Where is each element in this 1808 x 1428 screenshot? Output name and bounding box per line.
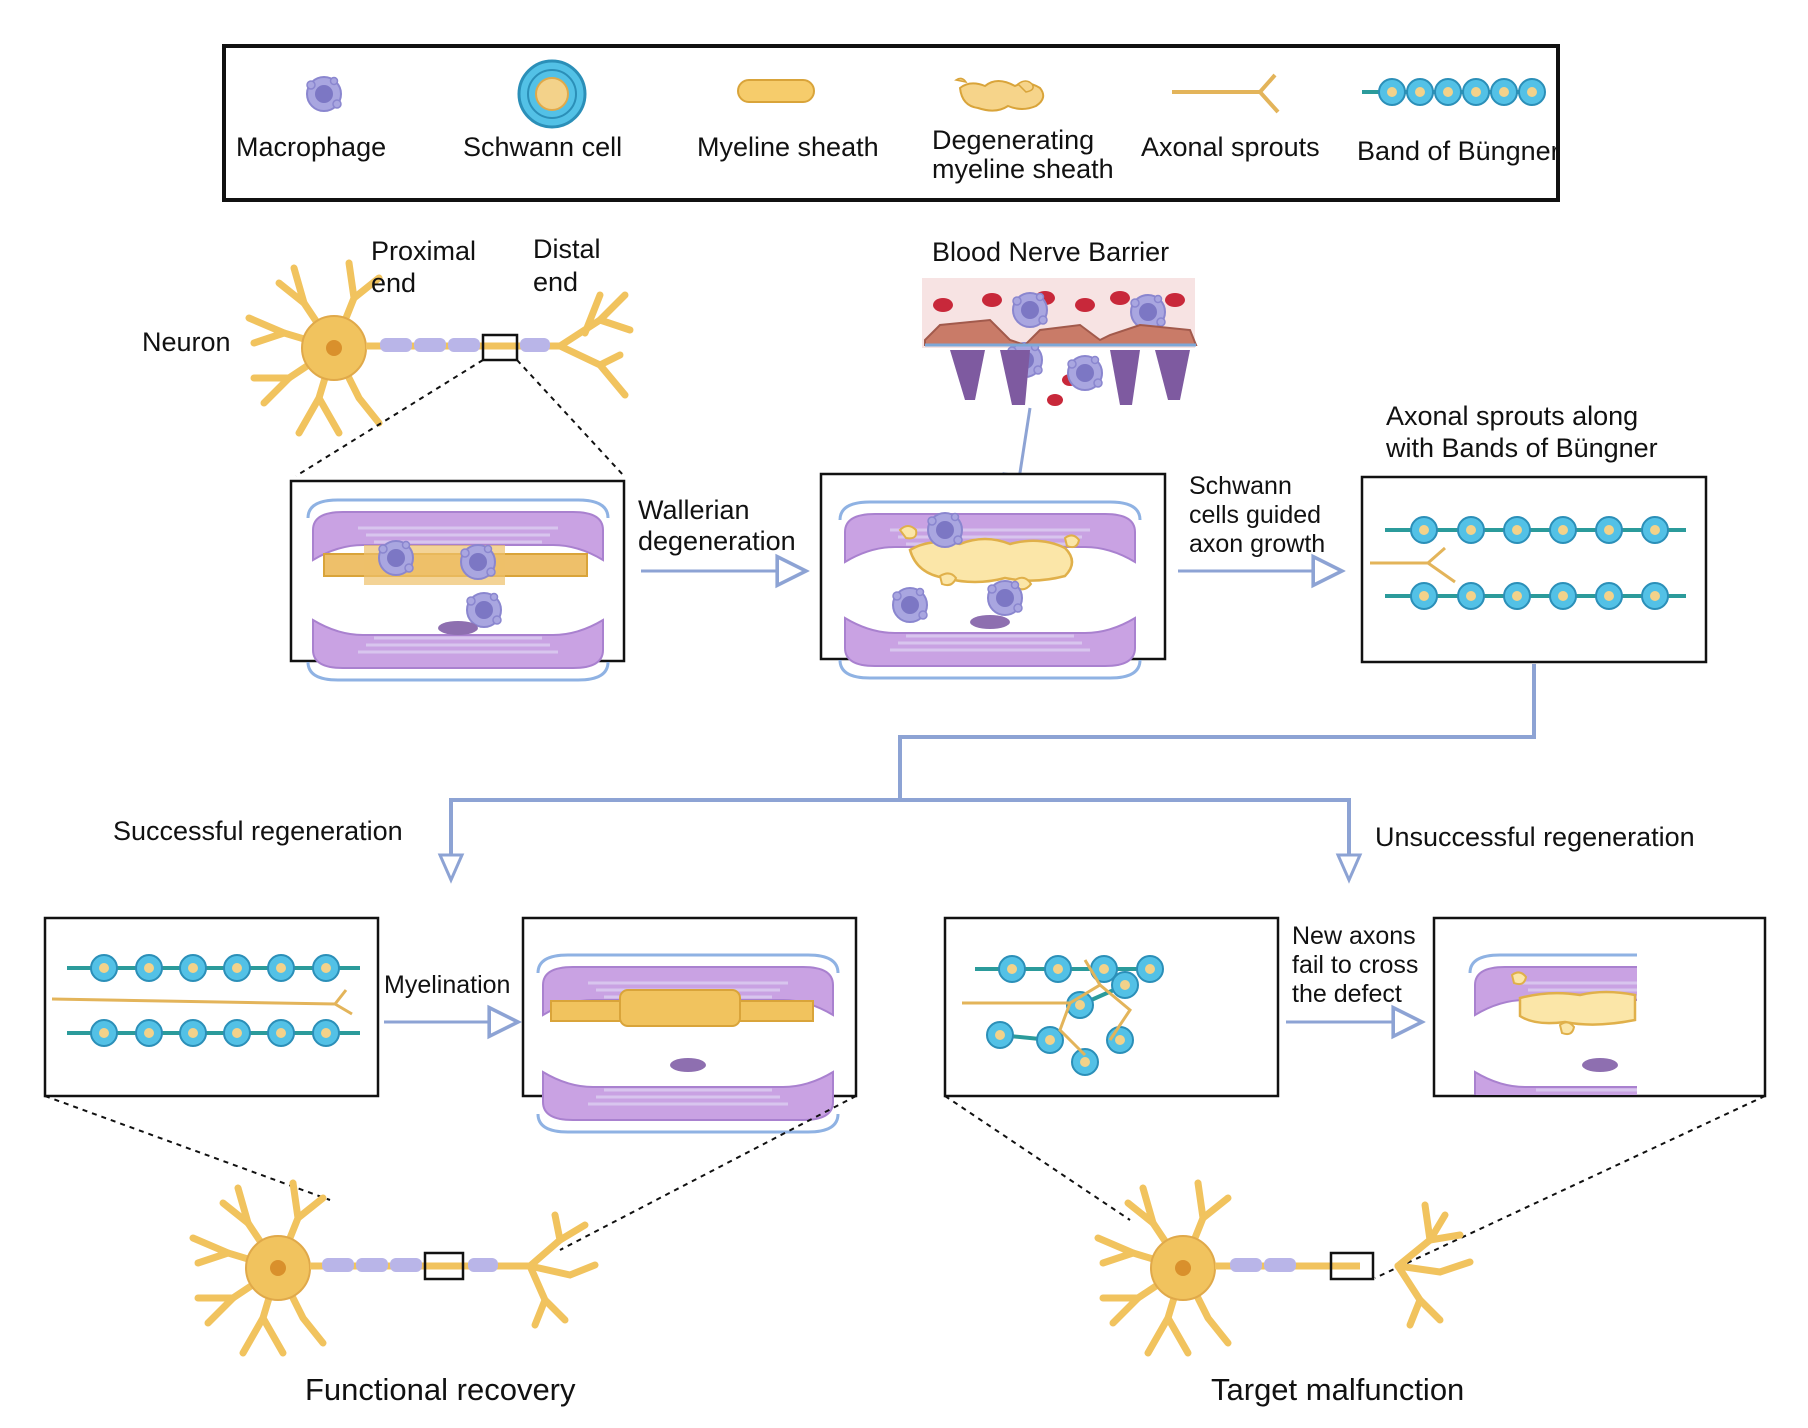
- panel-successful-regrowth: [43, 916, 380, 1098]
- schwann-cell-legend-icon: [517, 59, 587, 129]
- axonal-sprouts-title-line2: with Bands of Büngner: [1386, 433, 1658, 463]
- schwann-guided-label-line3: axon growth: [1189, 530, 1326, 558]
- legend-band-of-bungner-label: Band of Büngner: [1357, 136, 1560, 166]
- unsuccessful-regeneration-label: Unsuccessful regeneration: [1375, 822, 1695, 852]
- distal-end-label-line2: end: [533, 267, 579, 297]
- band-of-bungner-legend-icon: [1362, 78, 1546, 106]
- blood-nerve-barrier-label: Blood Nerve Barrier: [932, 237, 1170, 267]
- panel-wallerian-degeneration: [819, 472, 1167, 680]
- legend-degenerating-label-line2: myeline sheath: [932, 154, 1114, 184]
- schwann-guided-label-line2: cells guided: [1189, 501, 1322, 529]
- proximal-end-label-line2: end: [371, 268, 417, 298]
- legend-axonal-sprouts-label: Axonal sprouts: [1141, 132, 1320, 162]
- fail-to-cross-label-line2: fail to cross: [1292, 951, 1419, 979]
- panel-injury: [289, 479, 626, 682]
- panel-axonal-sprouts: [1360, 475, 1708, 664]
- myeline-sheath-legend-icon: [737, 79, 815, 103]
- target-malfunction-neuron: [1098, 1183, 1474, 1353]
- legend-schwann-cell-label: Schwann cell: [463, 132, 623, 162]
- proximal-end-label-line1: Proximal: [371, 236, 477, 266]
- branch-connector: [449, 664, 1536, 862]
- legend-frame: [222, 44, 1560, 202]
- degenerating-myeline-sheath-legend-icon: [954, 77, 1045, 112]
- target-malfunction-label: Target malfunction: [1211, 1372, 1465, 1407]
- legend-macrophage-label: Macrophage: [236, 132, 387, 162]
- top-neuron-illustration: [249, 263, 634, 433]
- panel-failed-regrowth: [943, 916, 1280, 1098]
- distal-end-label-line1: Distal: [533, 234, 601, 264]
- schwann-guided-label-line1: Schwann: [1189, 472, 1292, 500]
- legend-degenerating-label-line1: Degenerating: [932, 125, 1095, 155]
- fail-to-cross-label-line1: New axons: [1292, 922, 1416, 950]
- blood-nerve-barrier-illustration: [922, 278, 1198, 406]
- wallerian-degeneration-label-line2: degeneration: [638, 526, 796, 556]
- panel-myelinated: [521, 916, 858, 1134]
- successful-regeneration-label: Successful regeneration: [113, 816, 403, 846]
- legend-myeline-sheath-label: Myeline sheath: [697, 132, 879, 162]
- neuron-label: Neuron: [142, 327, 231, 357]
- legend: [306, 59, 1546, 129]
- functional-recovery-label: Functional recovery: [305, 1372, 576, 1407]
- wallerian-degeneration-label-line1: Wallerian: [638, 495, 750, 525]
- myelination-label: Myelination: [384, 971, 511, 999]
- fail-to-cross-label-line3: the defect: [1292, 980, 1402, 1008]
- panel-defect: [1432, 916, 1767, 1098]
- axonal-sprouts-legend-icon: [1172, 73, 1280, 114]
- axonal-sprouts-title-line1: Axonal sprouts along: [1386, 401, 1639, 431]
- functional-recovery-neuron: [193, 1183, 599, 1353]
